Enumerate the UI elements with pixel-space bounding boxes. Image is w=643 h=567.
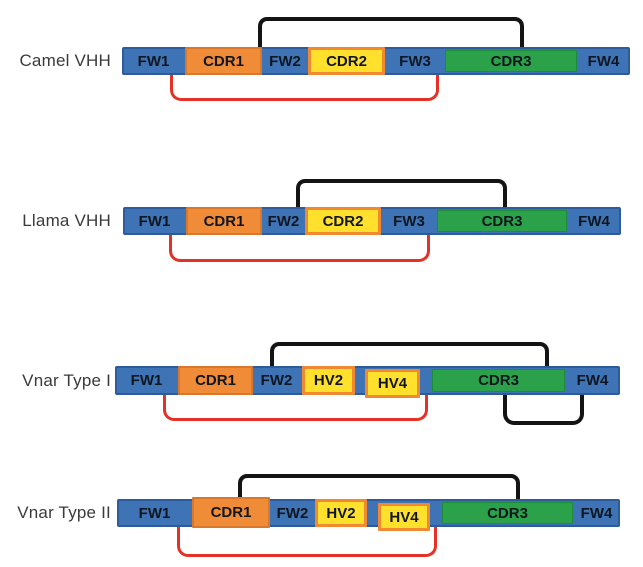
segment-fw2: FW2: [276, 504, 309, 522]
segment-fw1: FW1: [137, 52, 170, 70]
segment-hv4: HV4: [378, 503, 430, 531]
segment-hv4: HV4: [365, 369, 420, 398]
segment-cdr1: CDR1: [186, 207, 262, 235]
row-label-llama-vhh: Llama VHH: [22, 211, 111, 230]
row-label-vnar-type-ii: Vnar Type II: [17, 503, 111, 522]
segment-fw1: FW1: [138, 212, 171, 230]
segment-hv2: HV2: [315, 499, 367, 527]
segment-fw4: FW4: [580, 504, 613, 522]
disulfide-bond-black-icon: [503, 391, 584, 425]
disulfide-bond-black-icon: [258, 17, 524, 51]
segment-fw3: FW3: [393, 212, 425, 230]
disulfide-bond-red-icon: [170, 71, 439, 101]
segment-cdr3: CDR3: [437, 210, 567, 232]
segment-cdr3: CDR3: [432, 369, 565, 392]
segment-cdr2: CDR2: [305, 207, 381, 235]
segment-cdr1: CDR1: [192, 497, 270, 528]
segment-fw3: FW3: [399, 52, 431, 70]
segment-fw1: FW1: [138, 504, 171, 522]
segment-cdr2: CDR2: [308, 47, 385, 75]
segment-cdr1: CDR1: [178, 366, 253, 395]
segment-fw4: FW4: [587, 52, 620, 70]
disulfide-bond-red-icon: [163, 391, 428, 421]
disulfide-bond-black-icon: [270, 342, 549, 370]
disulfide-bond-red-icon: [169, 231, 430, 262]
segment-fw2: FW2: [260, 372, 293, 389]
segment-hv2: HV2: [302, 366, 355, 395]
segment-fw2: FW2: [267, 212, 300, 230]
row-label-vnar-type-i: Vnar Type I: [22, 370, 111, 390]
segment-fw1: FW1: [130, 372, 163, 389]
segment-cdr3: CDR3: [442, 502, 573, 524]
disulfide-bond-black-icon: [238, 474, 520, 503]
row-label-camel-vhh: Camel VHH: [19, 51, 111, 70]
segment-fw4: FW4: [578, 212, 610, 230]
disulfide-bond-black-icon: [296, 179, 507, 211]
disulfide-bond-red-icon: [177, 523, 437, 557]
segment-fw2: FW2: [269, 52, 301, 70]
segment-cdr1: CDR1: [185, 47, 262, 75]
segment-fw4: FW4: [576, 372, 609, 389]
segment-cdr3: CDR3: [445, 50, 577, 72]
